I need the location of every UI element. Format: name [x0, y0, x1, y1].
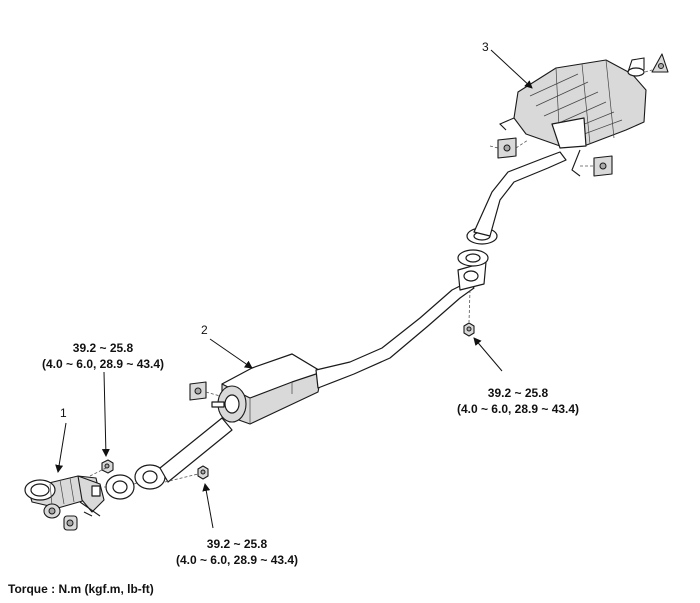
leader-part-1 — [55, 422, 67, 473]
torque-spec-rear-units: (4.0 ~ 6.0, 28.9 ~ 43.4) — [456, 402, 580, 416]
center-muffler — [134, 261, 487, 490]
torque-spec-center: 39.2 ~ 25.8 (4.0 ~ 6.0, 28.9 ~ 43.4) — [162, 536, 312, 568]
gasket-front — [105, 474, 135, 500]
part-number-1: 1 — [60, 406, 67, 420]
flange-nut-center — [197, 465, 209, 480]
torque-spec-front-value: 39.2 ~ 25.8 — [72, 341, 134, 355]
torque-unit-footer: Torque : N.m (kgf.m, lb-ft) — [8, 582, 154, 596]
leader-part-2 — [209, 338, 253, 369]
flange-nut-rear — [463, 322, 475, 337]
leader-part-3 — [490, 49, 533, 89]
center-muffler-hanger — [189, 381, 207, 401]
torque-spec-front-units: (4.0 ~ 6.0, 28.9 ~ 43.4) — [41, 357, 165, 371]
leader-torque-rear — [473, 337, 503, 372]
torque-spec-front: 39.2 ~ 25.8 (4.0 ~ 6.0, 28.9 ~ 43.4) — [28, 340, 178, 372]
main-muffler-hanger-left — [497, 137, 517, 159]
main-muffler-hanger-right — [593, 155, 613, 177]
torque-spec-center-value: 39.2 ~ 25.8 — [206, 537, 268, 551]
flange-nut-front — [101, 459, 114, 474]
front-pipe-hanger-left — [43, 503, 61, 519]
front-pipe-hanger-right — [63, 515, 78, 531]
torque-spec-rear-value: 39.2 ~ 25.8 — [487, 386, 549, 400]
main-muffler-hanger-top — [651, 53, 669, 73]
leader-torque-front — [101, 371, 110, 457]
part-number-2: 2 — [201, 323, 208, 337]
main-muffler — [466, 57, 647, 245]
front-pipe — [24, 475, 105, 517]
gasket-rear — [457, 249, 489, 267]
torque-spec-rear: 39.2 ~ 25.8 (4.0 ~ 6.0, 28.9 ~ 43.4) — [443, 385, 593, 417]
part-number-3: 3 — [482, 40, 489, 54]
torque-spec-center-units: (4.0 ~ 6.0, 28.9 ~ 43.4) — [175, 553, 299, 567]
leader-torque-center — [202, 483, 214, 529]
